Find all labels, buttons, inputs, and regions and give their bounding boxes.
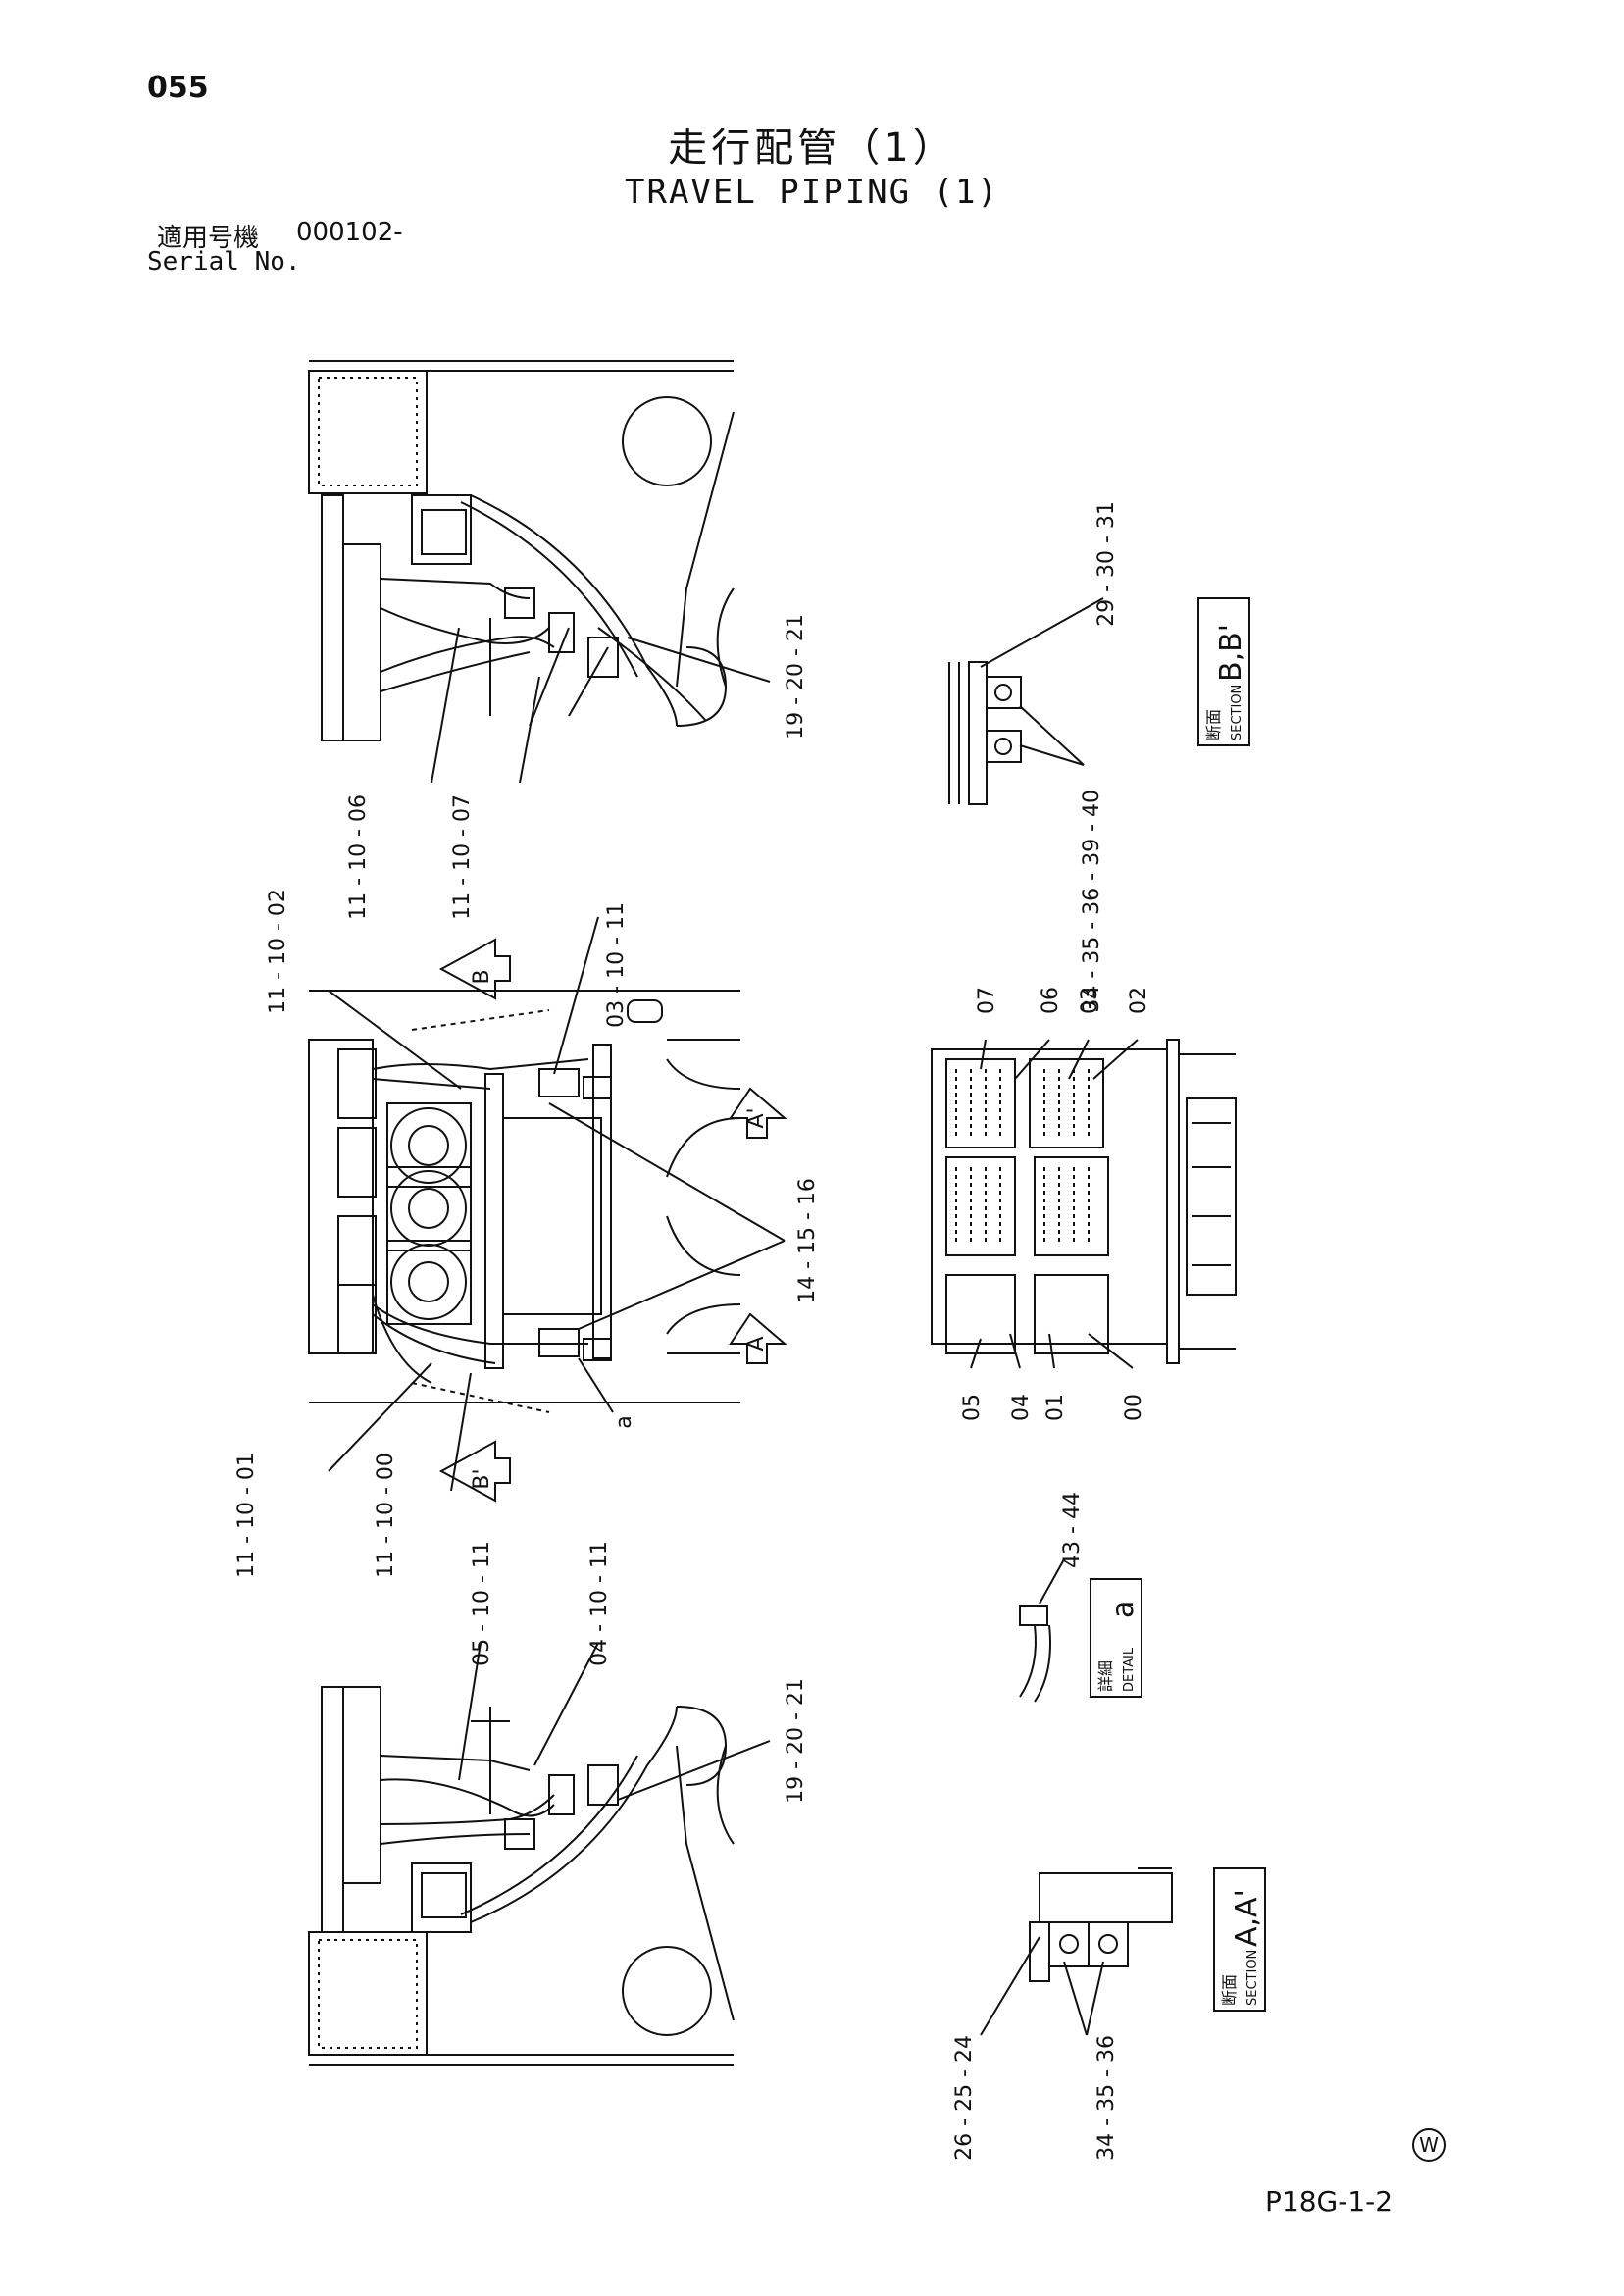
callout-valve-04: 04 (1009, 1394, 1034, 1421)
detail-a-box (1090, 1578, 1142, 1698)
callout-mid-a: a (612, 1415, 636, 1428)
watermark-w-icon: W (1412, 2128, 1446, 2162)
callout-valve-01: 01 (1043, 1394, 1068, 1421)
callout-valve-00: 00 (1122, 1394, 1146, 1421)
section-aa-detail (980, 1867, 1173, 2036)
view-marker-a-bottom: A (744, 1336, 769, 1351)
callout-valve-07: 07 (975, 987, 999, 1014)
serial-value: 000102- (296, 218, 403, 247)
section-bb-en: SECTION (1230, 685, 1244, 740)
view-arrows (438, 938, 787, 1503)
control-valve-view (931, 1039, 1237, 1364)
callouts-bottom: 05 - 10 - 11 04 - 10 - 11 19 - 20 - 21 2… (470, 1541, 1119, 2161)
callout-top-19-20-21: 19 - 20 - 21 (784, 614, 808, 740)
callout-mid-11-10-00: 11 - 10 - 00 (374, 1453, 398, 1578)
middle-view (308, 990, 741, 1413)
detail-a-box-text: 詳細 DETAIL a (1096, 1601, 1141, 1692)
title-english: TRAVEL PIPING (1) (625, 173, 999, 212)
callout-seca-34-35-36: 34 - 35 - 36 (1094, 2035, 1119, 2161)
callout-valve-03: 03 (1078, 987, 1102, 1014)
callout-valve-05: 05 (960, 1394, 985, 1421)
callout-mid-11-10-01: 11 - 10 - 01 (234, 1453, 259, 1578)
detail-a-view (1019, 1558, 1065, 1703)
detail-a-tag: a (1106, 1601, 1141, 1618)
view-arrow-letters: B B' A' A (470, 969, 769, 1489)
callout-detail-43-44: 43 - 44 (1060, 1492, 1085, 1568)
callout-mid-11-10-02: 11 - 10 - 02 (266, 889, 290, 1014)
section-bb-jp: 断面 (1204, 709, 1223, 740)
serial-label-english: Serial No. (147, 247, 301, 277)
top-view (308, 360, 735, 741)
section-bb-detail (948, 661, 1022, 805)
detail-a-jp: 詳細 (1096, 1660, 1115, 1692)
section-bb-tag: B,B' (1214, 624, 1248, 682)
section-bb-box (1197, 597, 1250, 746)
view-marker-b-top: B (470, 969, 494, 984)
section-aa-jp: 断面 (1220, 1974, 1239, 2006)
callout-mid-03-10-11: 03 - 10 - 11 (604, 902, 629, 1028)
callout-valve-02: 02 (1127, 987, 1151, 1014)
callout-bot-05-10-11: 05 - 10 - 11 (470, 1541, 494, 1666)
callout-bot-19-20-21: 19 - 20 - 21 (784, 1678, 808, 1804)
callout-seca-26-25-24: 26 - 25 - 24 (952, 2035, 977, 2161)
callout-secb-34-35-36-39-40: 34 - 35 - 36 - 39 - 40 (1080, 790, 1104, 1013)
section-aa-box (1213, 1867, 1266, 2012)
section-aa-box-text: 断面 SECTION A,A' (1220, 1889, 1264, 2006)
callouts-middle: 11 - 10 - 02 03 - 10 - 11 14 - 15 - 16 1… (234, 889, 1151, 1578)
callout-top-11-10-06: 11 - 10 - 06 (346, 794, 371, 920)
callout-secb-29-30-31: 29 - 30 - 31 (1094, 501, 1119, 627)
page-number: 055 (147, 71, 209, 105)
callouts-top: 11 - 10 - 06 11 - 10 - 07 19 - 20 - 21 2… (346, 501, 1119, 1013)
title-japanese: 走行配管（1） (668, 126, 956, 171)
view-marker-b-bottom: B' (470, 1468, 494, 1489)
callout-mid-14-15-16: 14 - 15 - 16 (795, 1178, 820, 1303)
callout-bot-04-10-11: 04 - 10 - 11 (587, 1541, 612, 1666)
callout-top-11-10-07: 11 - 10 - 07 (450, 794, 475, 920)
section-aa-en: SECTION (1245, 1950, 1260, 2006)
bottom-view (308, 1686, 735, 2066)
section-aa-tag: A,A' (1230, 1889, 1264, 1947)
view-marker-a-top: A' (744, 1107, 769, 1128)
serial-label-japanese: 適用号機 (157, 224, 260, 253)
footer-page-code: P18G-1-2 (1265, 2185, 1394, 2218)
callout-valve-06: 06 (1039, 987, 1063, 1014)
section-bb-box-text: 断面 SECTION B,B' (1204, 624, 1248, 740)
detail-a-en: DETAIL (1122, 1647, 1137, 1692)
